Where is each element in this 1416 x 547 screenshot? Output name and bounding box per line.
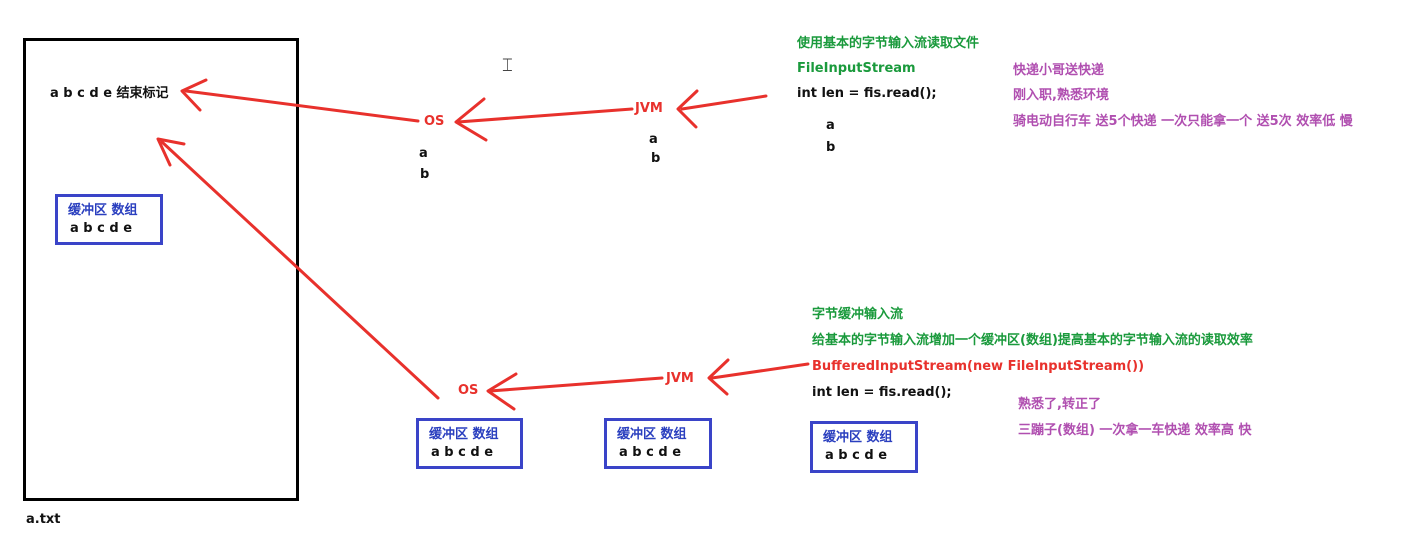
buffer-title: 缓冲区 数组: [68, 203, 138, 218]
arrow-os-to-file-bottom: [160, 140, 440, 400]
arrowhead-file-top: [180, 78, 208, 112]
code-title-top: 使用基本的字节输入流读取文件: [797, 36, 980, 51]
arrow-jvm-to-os-top: [456, 107, 634, 124]
file-name: a.txt: [26, 512, 61, 527]
arrowhead-file-bottom: [156, 137, 186, 167]
code-buffer-box: 缓冲区 数组 a b c d e: [810, 421, 918, 473]
os-buffer-box: 缓冲区 数组 a b c d e: [416, 418, 523, 469]
buffer-title: 缓冲区 数组: [617, 427, 687, 442]
code-desc-bottom: 给基本的字节输入流增加一个缓冲区(数组)提高基本的字节输入流的读取效率: [812, 333, 1253, 348]
buffer-title: 缓冲区 数组: [823, 430, 893, 445]
code-byte-a-top: a: [826, 118, 835, 133]
arrow-code-to-jvm-bottom: [710, 362, 810, 380]
jvm-byte-b-top: b: [651, 151, 661, 166]
analogy-line-1-top: 快递小哥送快递: [1013, 63, 1105, 78]
code-read-bottom: int len = fis.read();: [812, 385, 952, 400]
arrow-jvm-to-os-bottom: [488, 376, 664, 393]
os-label-top: OS: [424, 114, 445, 129]
code-read-top: int len = fis.read();: [797, 86, 937, 101]
os-byte-b-top: b: [420, 167, 430, 182]
analogy-line-3-top: 骑电动自行车 送5个快递 一次只能拿一个 送5次 效率低 慢: [1013, 114, 1353, 129]
analogy-line-2-bottom: 三蹦子(数组) 一次拿一车快递 效率高 快: [1018, 423, 1252, 438]
jvm-buffer-box: 缓冲区 数组 a b c d e: [604, 418, 712, 469]
code-class-bottom: BufferedInputStream(new FileInputStream(…: [812, 359, 1145, 374]
arrow-code-to-jvm-top: [680, 94, 768, 111]
file-content: a b c d e 结束标记: [50, 86, 169, 101]
buffer-content: a b c d e: [431, 445, 494, 460]
code-byte-b-top: b: [826, 140, 836, 155]
jvm-label-bottom: JVM: [666, 371, 694, 386]
arrowhead-os-bottom: [486, 372, 518, 411]
jvm-byte-a-top: a: [649, 132, 658, 147]
buffer-content: a b c d e: [619, 445, 682, 460]
code-title-bottom: 字节缓冲输入流: [812, 307, 904, 322]
arrow-os-to-file-top: [184, 89, 420, 123]
code-class-top: FileInputStream: [797, 61, 916, 76]
arrowhead-os-top: [454, 97, 488, 142]
text-cursor-icon: ⌶: [502, 55, 513, 76]
buffer-content: a b c d e: [70, 221, 133, 236]
os-label-bottom: OS: [458, 383, 479, 398]
buffer-title: 缓冲区 数组: [429, 427, 499, 442]
file-buffer-box: 缓冲区 数组 a b c d e: [55, 194, 163, 245]
analogy-line-2-top: 刚入职,熟悉环境: [1013, 88, 1109, 103]
os-byte-a-top: a: [419, 146, 428, 161]
analogy-line-1-bottom: 熟悉了,转正了: [1018, 397, 1101, 412]
jvm-label-top: JVM: [635, 101, 663, 116]
arrowhead-jvm-bottom: [707, 358, 730, 396]
buffer-content: a b c d e: [825, 448, 888, 463]
arrowhead-jvm-top: [676, 89, 699, 129]
